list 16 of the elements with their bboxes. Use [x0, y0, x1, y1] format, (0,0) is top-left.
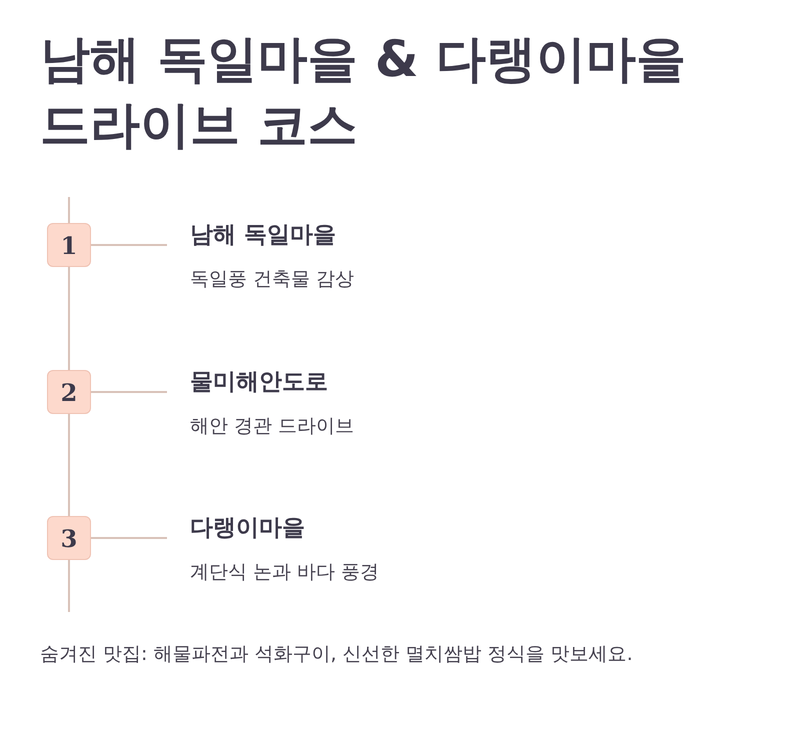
connector-line: [91, 244, 167, 246]
timeline-line: [68, 267, 70, 370]
connector-line: [91, 537, 167, 539]
stop-description: 계단식 논과 바다 풍경: [190, 560, 380, 585]
stop-description: 독일풍 건축물 감상: [190, 267, 356, 292]
step-number-box: 3: [47, 516, 91, 560]
timeline-line: [68, 414, 70, 516]
stop-title: 물미해안도로: [190, 368, 329, 397]
stop-title: 다랭이마을: [190, 514, 306, 543]
step-number-box: 2: [47, 370, 91, 414]
step-number-box: 1: [47, 223, 91, 267]
note-text: 숨겨진 맛집: 해물파전과 석화구이, 신선한 멸치쌈밥 정식을 맛보세요.: [40, 642, 634, 667]
stop-title: 남해 독일마을: [190, 221, 338, 250]
title: 남해 독일마을 & 다랭이마을 드라이브 코스: [40, 29, 687, 156]
connector-line: [91, 391, 167, 393]
stop-description: 해안 경관 드라이브: [190, 414, 356, 439]
